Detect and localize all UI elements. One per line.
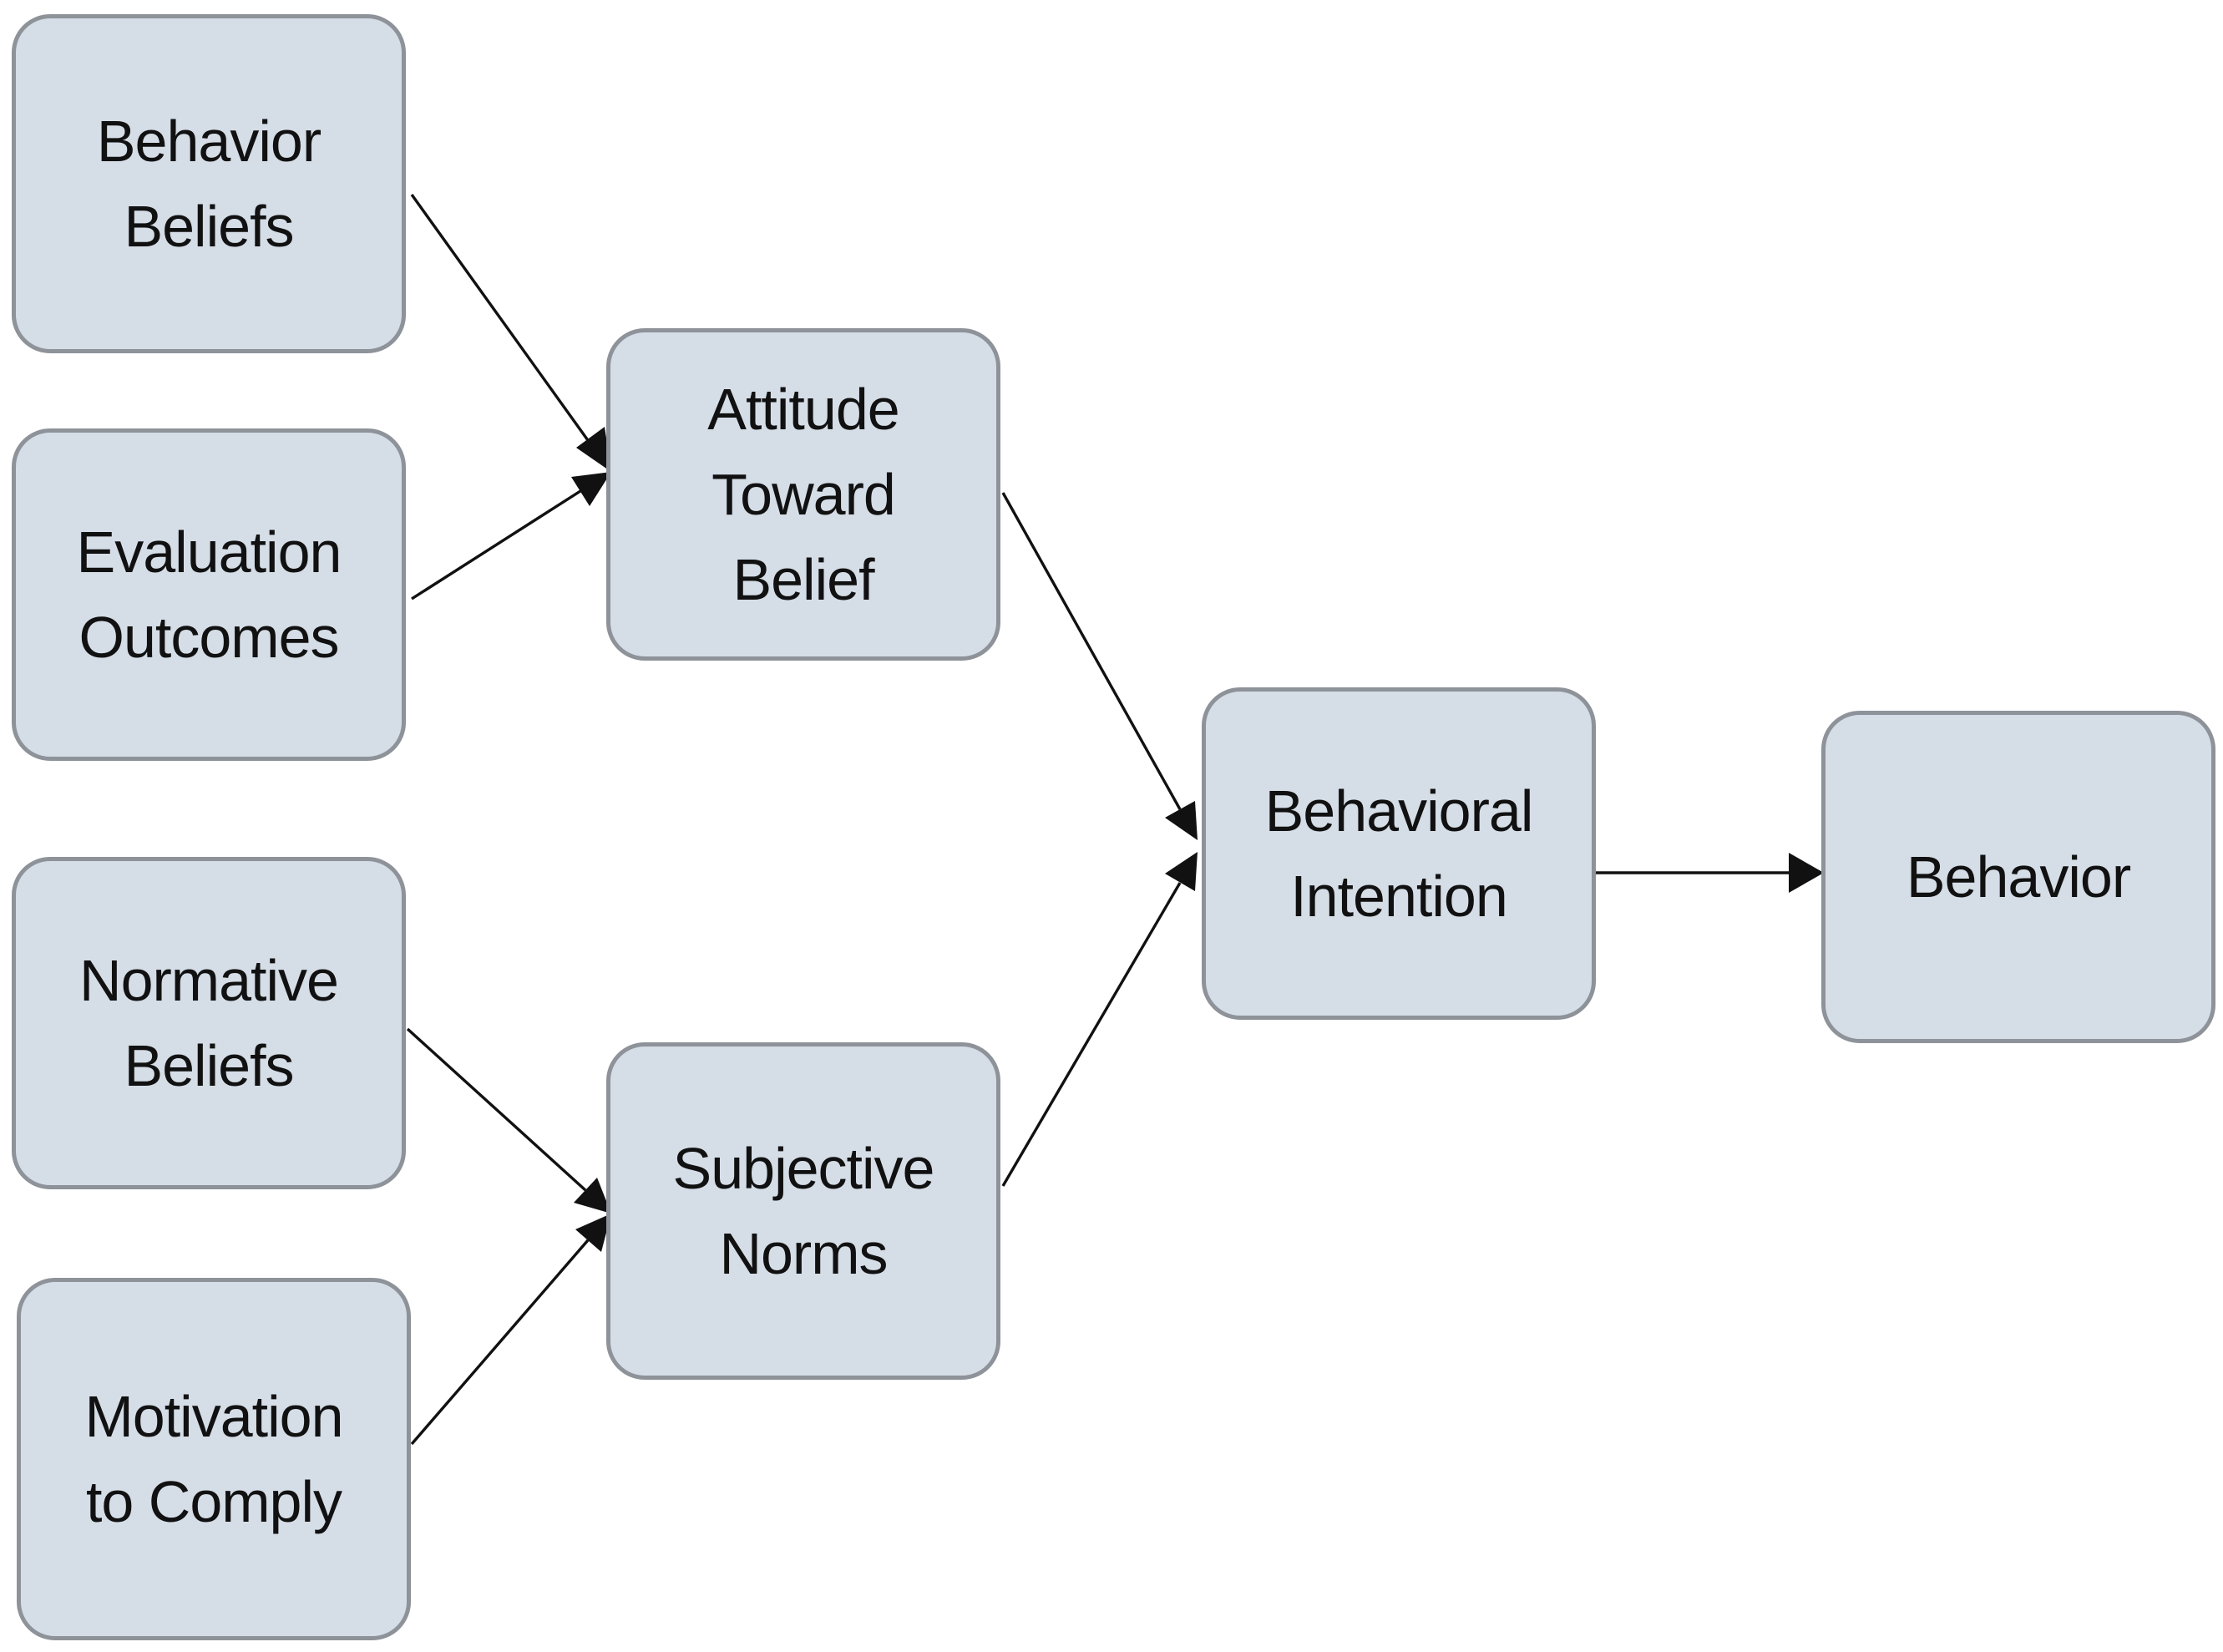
node-label-line: Behavioral <box>1264 778 1534 844</box>
node-label-line: Evaluation <box>76 519 342 585</box>
node-label-line: Norms <box>719 1221 888 1286</box>
node-label-line: Subjective <box>672 1136 935 1201</box>
node-label-line: Beliefs <box>124 194 294 259</box>
node-label-line: Toward <box>711 462 896 527</box>
node-label-line: Attitude <box>707 377 899 442</box>
node-label-line: Beliefs <box>124 1033 294 1098</box>
node-motivation-to-comply: Motivation to Comply <box>17 1278 411 1640</box>
edge-normative-beliefs-to-subjective-norms <box>406 1027 611 1214</box>
node-label-line: Intention <box>1290 864 1508 929</box>
node-label-line: to Comply <box>85 1469 342 1534</box>
node-evaluation-outcomes: Evaluation Outcomes <box>12 428 406 761</box>
node-label-line: Normative <box>79 948 339 1013</box>
edge-behavioral-intention-to-behavior <box>1596 853 1824 893</box>
edge-behavior-beliefs-to-attitude <box>410 194 611 472</box>
edge-subjective-norms-to-behavioral-intention <box>1001 852 1198 1187</box>
node-attitude-toward-belief: Attitude Toward Belief <box>606 328 1000 661</box>
node-behavioral-intention: Behavioral Intention <box>1202 687 1596 1020</box>
edge-motivation-to-subjective-norms <box>410 1214 611 1446</box>
node-behavior: Behavior <box>1821 711 2215 1043</box>
node-normative-beliefs: Normative Beliefs <box>12 857 406 1189</box>
node-behavior-beliefs: Behavior Beliefs <box>12 14 406 353</box>
node-subjective-norms: Subjective Norms <box>606 1042 1000 1380</box>
edge-evaluation-outcomes-to-attitude <box>411 472 611 600</box>
node-label-line: Behavior <box>1906 844 2131 910</box>
node-label-line: Behavior <box>96 109 322 174</box>
node-label-line: Motivation <box>84 1384 343 1449</box>
edge-attitude-to-behavioral-intention <box>1001 492 1198 840</box>
node-label-line: Outcomes <box>78 605 340 670</box>
node-label-line: Belief <box>732 547 874 612</box>
